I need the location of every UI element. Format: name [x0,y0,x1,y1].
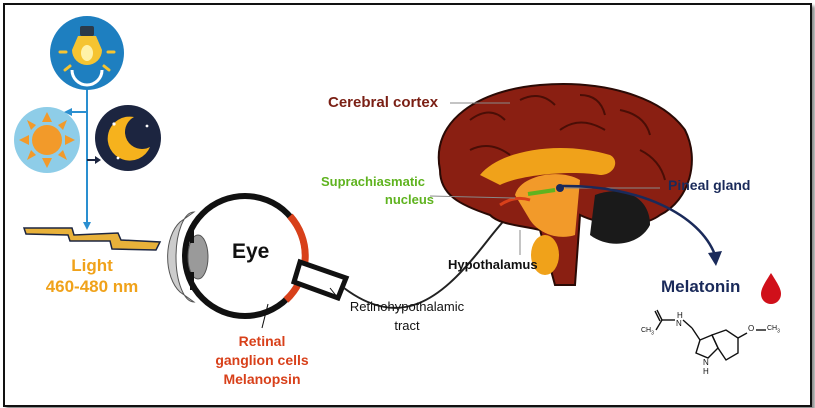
rgc-label-line2: ganglion cells [215,352,309,368]
rht-label-line1: Retinohypothalamic [349,299,465,314]
scn-label-line1: Suprachiasmatic [320,174,426,189]
eye-label: Eye [232,240,270,263]
ring-h: H [703,367,709,376]
blood-drop-icon [761,273,781,304]
molecule-nh: H N [676,312,683,328]
ch3-left-text: CH [641,327,652,334]
sun-icon [14,107,80,173]
eye-diagram [167,193,309,329]
melatonin-label: Melatonin [661,277,741,296]
molecule-ch3-left: CH3 [641,327,654,336]
rgc-label-line1: Retinal [238,333,286,349]
hypothalamus-label: Hypothalamus [448,257,538,272]
molecule-ch3-right: CH3 [767,325,780,334]
molecule-ring-nh: N H [703,358,709,376]
optic-nerve [290,258,350,302]
scn-label: Suprachiasmatic nucleus [312,173,434,209]
ring-n: N [703,358,709,367]
rht-label: Retinohypothalamic tract [332,297,482,335]
retinal-ganglion-label: Retinal ganglion cells Melanopsin [198,332,326,389]
nh-n: N [676,319,682,328]
melatonin-structure [654,309,766,361]
light-label: Light 460-480 nm [32,255,152,297]
ch3-right-text: CH [767,325,778,332]
cerebral-cortex-label: Cerebral cortex [328,94,439,111]
moon-icon [95,105,161,171]
ch3-left-sub: 3 [651,330,654,337]
rht-label-line2: tract [394,318,420,333]
scn-label-line2: nucleus [384,192,434,207]
lightbulb-icon [50,16,124,90]
nh-h: H [677,311,683,320]
pineal-gland-label: Pineal gland [668,177,751,193]
light-label-line2: 460-480 nm [45,277,139,296]
ch3-right-sub: 3 [777,328,780,335]
light-wave [22,227,162,251]
melatonin-arrow [561,184,722,266]
rgc-label-line3: Melanopsin [223,371,301,387]
light-path-lines [64,90,101,230]
figure-frame [3,3,812,407]
light-label-line1: Light [71,256,113,275]
molecule-oxygen: O [748,324,755,333]
brain-diagram [437,83,693,286]
scn-leader [429,195,516,199]
